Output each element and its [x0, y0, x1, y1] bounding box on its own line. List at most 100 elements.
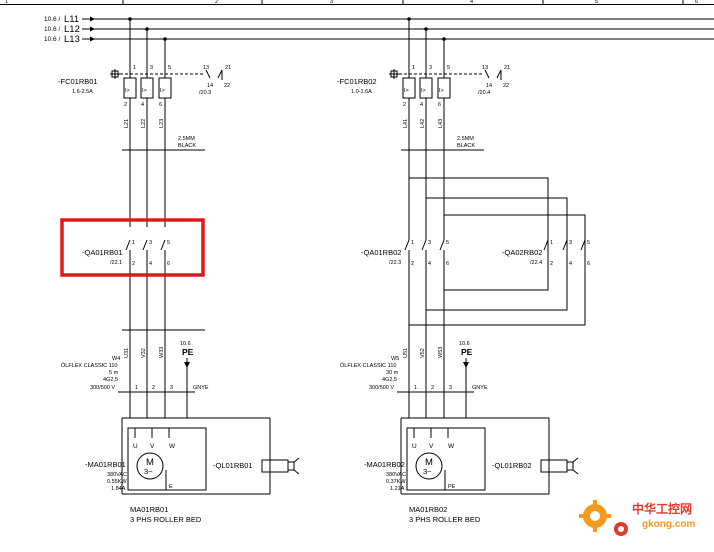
- aux-ref: /20.3: [199, 90, 211, 96]
- header-col-6: 6: [695, 0, 698, 5]
- cable-w4: W4 ÖLFLEX CLASSIC 110 5 m 4G2,5 300/500 …: [61, 356, 209, 393]
- motor-volt: 380VAC: [107, 472, 127, 478]
- contactor2-term-5: 5: [446, 240, 449, 246]
- motor-term-U: U: [133, 443, 138, 450]
- breaker-term-5: 5: [168, 65, 171, 71]
- sensor-ql01rb02: -QL01RB02: [492, 457, 579, 475]
- highlight-box: [60, 218, 205, 277]
- contactor-qa01rb01: -QA01RB01 /22.1 1 3 5 2 4 6: [82, 239, 170, 330]
- motor2-symbol-icon: [415, 452, 443, 480]
- motor2-phase: 3~: [423, 467, 432, 476]
- sensor-ql01rb01: -QL01RB01: [213, 457, 300, 475]
- contactor2-term-2: 2: [411, 261, 414, 267]
- breaker2-term-4: 4: [420, 102, 423, 108]
- motor-term-W: W: [169, 443, 176, 450]
- motor2-current: 1.21A: [390, 486, 405, 492]
- contactor-term-4: 4: [149, 261, 152, 267]
- breaker2-term-1: 1: [412, 65, 415, 71]
- contactor2-term-4: 4: [428, 261, 431, 267]
- contactor3-term-5: 5: [587, 240, 590, 246]
- wire-U51: U51: [403, 348, 409, 358]
- wire-L21: L21: [124, 119, 130, 128]
- supply-bus: 10.6 / L11 10.6 / L12 10.6 / L13: [44, 14, 714, 45]
- contactor-term-5: 5: [167, 240, 170, 246]
- gear-icon: [579, 500, 628, 536]
- motor2-term-W: W: [448, 443, 455, 450]
- wire-L42: L42: [420, 119, 426, 128]
- contactor-name: -QA01RB01: [82, 248, 122, 257]
- watermark-cn: 中华工控网: [632, 501, 692, 516]
- supply-ref-2: 10.6 /: [44, 26, 60, 33]
- contactor2-ref: /22.3: [389, 260, 401, 266]
- contactor3-term-4: 4: [569, 261, 572, 267]
- wire-V52: V52: [420, 348, 426, 358]
- circuit-2: -FC01RB02 1.0-1.6A 1 3 5 I> I> I> 2 4 6 …: [337, 19, 590, 524]
- supply-ref-1: 10.6 /: [44, 16, 60, 23]
- breaker-term-6: 6: [159, 102, 162, 108]
- watermark-url: gkong.com: [642, 519, 695, 530]
- cable-type: ÖLFLEX CLASSIC 110: [61, 362, 117, 369]
- breaker-term-1: 1: [133, 65, 136, 71]
- cable-core-1: 1: [135, 385, 138, 391]
- motor2-earth: PE: [448, 484, 456, 490]
- sensor2-name: -QL01RB02: [492, 461, 532, 470]
- cable-length: 5 m: [109, 370, 119, 376]
- breaker2-term-5: 5: [447, 65, 450, 71]
- motor-current: 1.84A: [111, 486, 126, 492]
- caption-desc: 3 PHS ROLLER BED: [130, 515, 202, 524]
- trip2-symbol-2: I>: [421, 88, 426, 94]
- watermark-logo: 中华工控网 gkong.com: [579, 500, 695, 536]
- pe2-label: PE: [461, 347, 473, 357]
- contactor2-name: -QA01RB02: [361, 248, 401, 257]
- motor-symbol: M: [146, 457, 154, 468]
- breaker2-term-2: 2: [403, 102, 406, 108]
- motor-ma01rb01: -MA01RB01 380VAC 0.55KW 1.84A: [85, 460, 127, 492]
- cable2-note-color: BLACK: [457, 143, 475, 149]
- contactor2-term-3: 3: [428, 240, 431, 246]
- supply-label-L13: L13: [64, 34, 80, 45]
- wire-L41: L41: [403, 119, 409, 128]
- aux2-21: 21: [504, 65, 510, 71]
- supply-label-L12: L12: [64, 24, 80, 35]
- cable2-type: ÖLFLEX CLASSIC 110: [340, 362, 396, 369]
- contactor3-term-6: 6: [587, 261, 590, 267]
- breaker-rating: 1.6-2.5A: [72, 89, 93, 95]
- motor2-symbol: M: [425, 457, 433, 468]
- motor2-power: 0.37KW: [386, 479, 406, 485]
- cable2-cores: 4G2,5: [382, 377, 397, 383]
- wire-L23: L23: [159, 119, 165, 128]
- breaker-fc01rb01: -FC01RB01 1.6-2.5A 1 3 5 I> I> I> 2 4 6 …: [58, 65, 231, 108]
- contactor-qa02rb02: -QA02RB02 /22.4 1 3 5 2 4 6: [502, 239, 590, 267]
- header-col-5: 5: [595, 0, 598, 5]
- cable2-id: W5: [391, 356, 399, 362]
- aux-22: 22: [224, 83, 230, 89]
- circuit-1: -FC01RB01 1.6-2.5A 1 3 5 I> I> I> 2 4 6 …: [58, 19, 300, 524]
- contactor2-term-1: 1: [411, 240, 414, 246]
- cable2-length: 30 m: [386, 370, 399, 376]
- cable2-note-size: 2.5MM: [457, 136, 474, 142]
- contactor-term-3: 3: [149, 240, 152, 246]
- aux2-13: 13: [482, 65, 488, 71]
- trip2-symbol-1: I>: [404, 88, 409, 94]
- motor2-volt: 380VAC: [386, 472, 406, 478]
- pe-ref: 10.6: [180, 341, 191, 347]
- motor-terminal-box: [127, 427, 207, 491]
- cable-core-2: 2: [152, 385, 155, 391]
- contactor3-term-2: 2: [550, 261, 553, 267]
- breaker2-name: -FC01RB02: [337, 77, 377, 86]
- aux2-14: 14: [486, 83, 492, 89]
- header-col-2: 2: [215, 0, 218, 5]
- wire-U31: U31: [124, 348, 130, 358]
- pe2-ref: 10.6: [459, 341, 470, 347]
- wire-W53: W53: [438, 347, 444, 358]
- caption2-desc: 3 PHS ROLLER BED: [409, 515, 481, 524]
- cable-id: W4: [112, 356, 120, 362]
- contactor-term-2: 2: [132, 261, 135, 267]
- trip2-symbol-3: I>: [439, 88, 444, 94]
- contactor3-name: -QA02RB02: [502, 248, 542, 257]
- breaker-term-3: 3: [150, 65, 153, 71]
- cable2-core-1: 1: [414, 385, 417, 391]
- cable-note-size: 2.5MM: [178, 136, 195, 142]
- cable2-gnye: GNYE: [472, 385, 488, 391]
